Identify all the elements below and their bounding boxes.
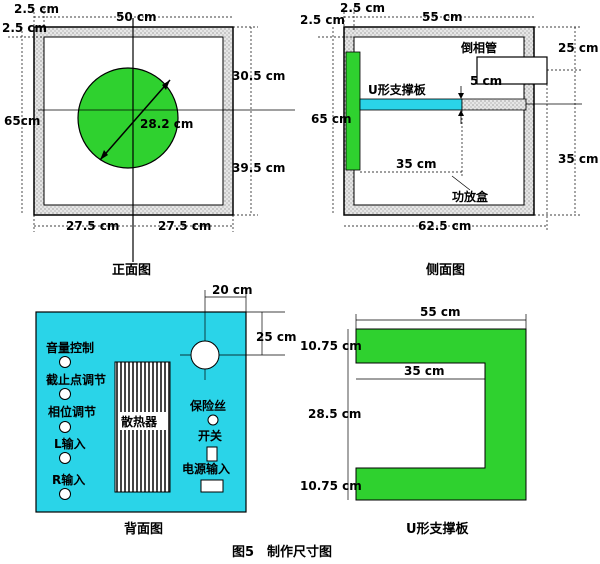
back-volume-label: 音量控制 <box>46 340 94 355</box>
front-diameter-arrowhead-top <box>162 80 170 90</box>
side-tube-label: 倒相管 <box>460 40 497 55</box>
u-arm-bottom-label: 10.75 cm <box>300 479 362 493</box>
back-knob-cutoff <box>59 388 71 400</box>
front-width-label: 50 cm <box>116 10 157 24</box>
back-phase-label: 相位调节 <box>48 404 96 419</box>
side-u-board-hatched <box>461 98 527 111</box>
u-caption: U形支撑板 <box>406 521 470 537</box>
back-switch-label: 开关 <box>198 428 222 443</box>
side-height-label: 65 cm <box>311 112 352 126</box>
front-view: 2.5 cm 2.5 cm 50 cm 65cm 30.5 cm 39.5 cm… <box>2 2 295 278</box>
side-lower-label: 35 cm <box>558 152 599 166</box>
back-switch <box>206 446 218 462</box>
back-caption: 背面图 <box>124 521 163 537</box>
side-caption: 侧面图 <box>426 262 465 278</box>
side-tube-offset-label: 25 cm <box>558 41 599 55</box>
side-tube-dim-arrowhead-down <box>458 93 464 99</box>
front-diameter-label: 28.2 cm <box>140 117 193 131</box>
back-power-label: 电源输入 <box>182 461 230 476</box>
front-height-label: 65cm <box>4 114 40 128</box>
back-heatsink-label: 散热器 <box>121 414 158 429</box>
u-board-view: 55 cm 10.75 cm 35 cm 28.5 cm 10.75 cm U形… <box>300 305 527 537</box>
front-caption: 正面图 <box>112 263 151 278</box>
front-speaker-hole <box>77 67 179 169</box>
side-amp-label: 功放盒 <box>452 189 489 204</box>
front-diameter-line <box>99 79 171 161</box>
front-right-half-label: 27.5 cm <box>158 219 211 233</box>
back-jack-r-input <box>59 488 71 500</box>
side-wall-left-label: 2.5 cm <box>300 13 345 27</box>
front-left-half-label: 27.5 cm <box>66 219 119 233</box>
side-front-baffle-green <box>345 51 361 171</box>
front-wall-left-label: 2.5 cm <box>2 21 47 35</box>
side-total-depth-label: 62.5 cm <box>418 219 471 233</box>
back-hole-y-label: 25 cm <box>256 330 297 344</box>
back-view: 20 cm 25 cm 音量控制 截止点调节 相位调节 L输入 R输入 散热器 … <box>35 283 297 537</box>
side-depth-label: 55 cm <box>422 10 463 24</box>
front-upper-label: 30.5 cm <box>232 69 285 83</box>
back-knob-phase <box>59 421 71 433</box>
side-tube-dim-arrowhead-up <box>458 110 464 116</box>
side-amp-leader <box>451 175 471 191</box>
side-tube-dia-label: 5 cm <box>470 74 502 88</box>
back-power-socket <box>200 479 224 493</box>
u-inner-label: 35 cm <box>404 364 445 378</box>
back-l-input-label: L输入 <box>54 436 86 451</box>
back-cutoff-label: 截止点调节 <box>46 372 106 387</box>
u-board-shape <box>355 328 527 501</box>
back-fuse-label: 保险丝 <box>189 398 226 413</box>
u-width-label: 55 cm <box>420 305 461 319</box>
back-knob-volume <box>59 356 71 368</box>
back-jack-l-input <box>59 452 71 464</box>
figure-caption: 图5 制作尺寸图 <box>232 544 332 560</box>
side-u-board-cyan <box>359 98 463 111</box>
back-hole-x-label: 20 cm <box>212 283 253 297</box>
u-arm-top-label: 10.75 cm <box>300 339 362 353</box>
front-lower-label: 39.5 cm <box>232 161 285 175</box>
side-wall-top-label: 2.5 cm <box>340 1 385 15</box>
back-port-hole <box>190 340 220 370</box>
side-board-len-label: 35 cm <box>396 157 437 171</box>
back-fuse <box>207 414 219 426</box>
side-port-tube <box>476 56 548 85</box>
back-r-input-label: R输入 <box>52 472 85 487</box>
side-board-label: U形支撑板 <box>368 82 427 97</box>
u-gap-label: 28.5 cm <box>308 407 361 421</box>
front-wall-top-label: 2.5 cm <box>14 2 59 16</box>
side-view: 2.5 cm 2.5 cm 55 cm 倒相管 25 cm 5 cm U形支撑板… <box>300 1 599 278</box>
front-diameter-arrowhead-bottom <box>100 150 108 160</box>
back-heatsink-label-bg <box>120 412 166 430</box>
